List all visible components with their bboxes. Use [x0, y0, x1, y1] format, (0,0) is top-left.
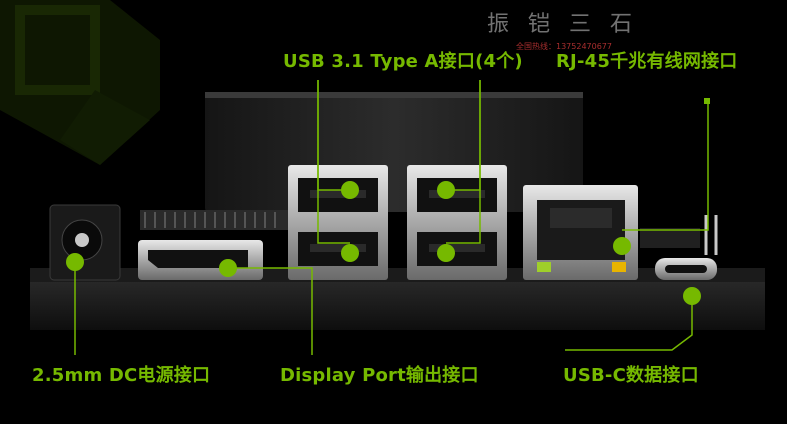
label-usb3-ports: USB 3.1 Type A接口(4个) — [283, 51, 523, 72]
callout-dots — [66, 98, 710, 305]
usb-stack-left — [288, 165, 388, 280]
brand-cube-decoration — [0, 0, 160, 165]
usb-stack-right — [407, 165, 507, 280]
label-rj45-port: RJ-45千兆有线网接口 — [556, 51, 738, 72]
label-usb-c: USB-C数据接口 — [563, 365, 699, 386]
carrier-board — [30, 278, 765, 330]
usb-c-connector — [655, 258, 717, 280]
pin-header — [704, 215, 718, 255]
rj45-connector — [523, 185, 638, 280]
watermark-phone: 全国热线：13752470677 — [516, 42, 612, 51]
dc-jack — [49, 204, 121, 281]
label-dc-power: 2.5mm DC电源接口 — [32, 365, 211, 386]
watermark-logo: 振 铠 三 石 — [487, 12, 638, 37]
callout-lines — [74, 80, 709, 355]
label-display-port: Display Port输出接口 — [280, 365, 479, 386]
displayport-connector — [138, 240, 263, 280]
